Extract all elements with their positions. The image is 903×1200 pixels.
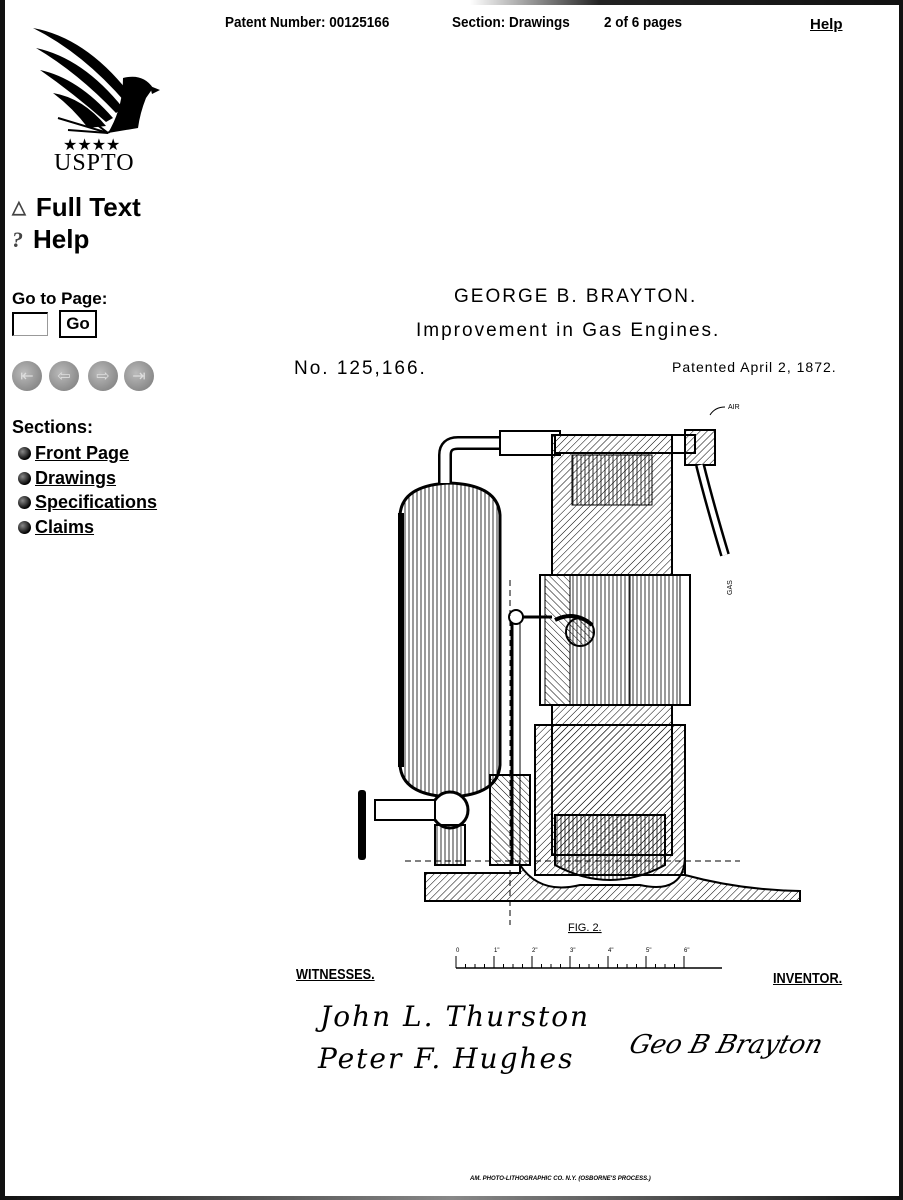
claims-link[interactable]: Claims xyxy=(35,517,94,538)
front-page-link[interactable]: Front Page xyxy=(35,443,129,464)
gas-label: GAS xyxy=(727,580,734,595)
witnesses-label: WITNESSES. xyxy=(296,966,375,983)
scale-label: 3" xyxy=(570,948,575,954)
fig-label: FIG. 2. xyxy=(568,922,602,934)
scale-label: 1" xyxy=(494,948,499,954)
next-page-icon[interactable]: ⇨ xyxy=(88,361,118,391)
patent-no: No. 125,166. xyxy=(294,358,427,380)
scale-label: 2" xyxy=(532,948,537,954)
inventor-name: GEORGE B. BRAYTON. xyxy=(454,286,697,308)
last-page-icon[interactable]: ⇥ xyxy=(124,361,154,391)
air-label: AIR xyxy=(728,404,740,411)
section-front-page[interactable]: Front Page xyxy=(18,443,129,464)
full-text-link[interactable]: △ Full Text xyxy=(12,192,141,223)
scale-bar: 0 1" 2" 3" 4" 5" 6" xyxy=(450,942,730,972)
help-label: Help xyxy=(33,224,89,255)
bullet-icon xyxy=(18,496,31,509)
inventor-signature: Geo B Brayton xyxy=(626,1030,826,1060)
witness-signature-2: Peter F. Hughes xyxy=(318,1042,574,1075)
sections-label: Sections: xyxy=(12,417,93,438)
scale-label: 4" xyxy=(608,948,613,954)
bullet-icon xyxy=(18,472,31,485)
help-link[interactable]: Help xyxy=(810,16,843,33)
frame-bottom xyxy=(0,1196,903,1200)
go-button[interactable]: Go xyxy=(59,310,97,338)
patent-date: Patented April 2, 1872. xyxy=(672,359,837,375)
frame-left xyxy=(0,0,5,1200)
bullet-icon xyxy=(18,447,31,460)
section-claims[interactable]: Claims xyxy=(18,517,94,538)
printer-credit: AM. PHOTO-LITHOGRAPHIC CO. N.Y. (OSBORNE… xyxy=(470,1176,651,1182)
scale-label: 5" xyxy=(646,948,651,954)
help-nav-link[interactable]: ? Help xyxy=(12,224,89,255)
bullet-icon xyxy=(18,521,31,534)
uspto-logo[interactable]: ★★★★ USPTO xyxy=(28,18,168,183)
frame-top xyxy=(470,0,903,5)
inventor-label: INVENTOR. xyxy=(773,970,842,987)
engine-drawing: AIR GAS FIG. 2. xyxy=(340,395,810,945)
specifications-link[interactable]: Specifications xyxy=(35,492,157,513)
full-text-label: Full Text xyxy=(36,192,141,223)
frame-right xyxy=(899,0,903,1200)
first-page-icon[interactable]: ⇤ xyxy=(12,361,42,391)
section-drawings[interactable]: Drawings xyxy=(18,468,116,489)
scale-label: 6" xyxy=(684,948,689,954)
goto-page-input[interactable] xyxy=(12,312,48,336)
drawings-link[interactable]: Drawings xyxy=(35,468,116,489)
goto-page-label: Go to Page: xyxy=(12,289,107,309)
patent-number: Patent Number: 00125166 xyxy=(225,14,389,31)
scale-label: 0 xyxy=(456,948,460,954)
patent-title: Improvement in Gas Engines. xyxy=(416,320,720,342)
up-triangle-icon: △ xyxy=(12,197,26,218)
section-specifications[interactable]: Specifications xyxy=(18,492,157,513)
question-icon: ? xyxy=(12,227,23,253)
previous-page-icon[interactable]: ⇦ xyxy=(49,361,79,391)
section-name: Section: Drawings xyxy=(452,14,570,31)
witness-signature-1: John L. Thurston xyxy=(320,1000,590,1033)
page-count: 2 of 6 pages xyxy=(604,14,682,31)
logo-text: USPTO xyxy=(54,150,135,177)
